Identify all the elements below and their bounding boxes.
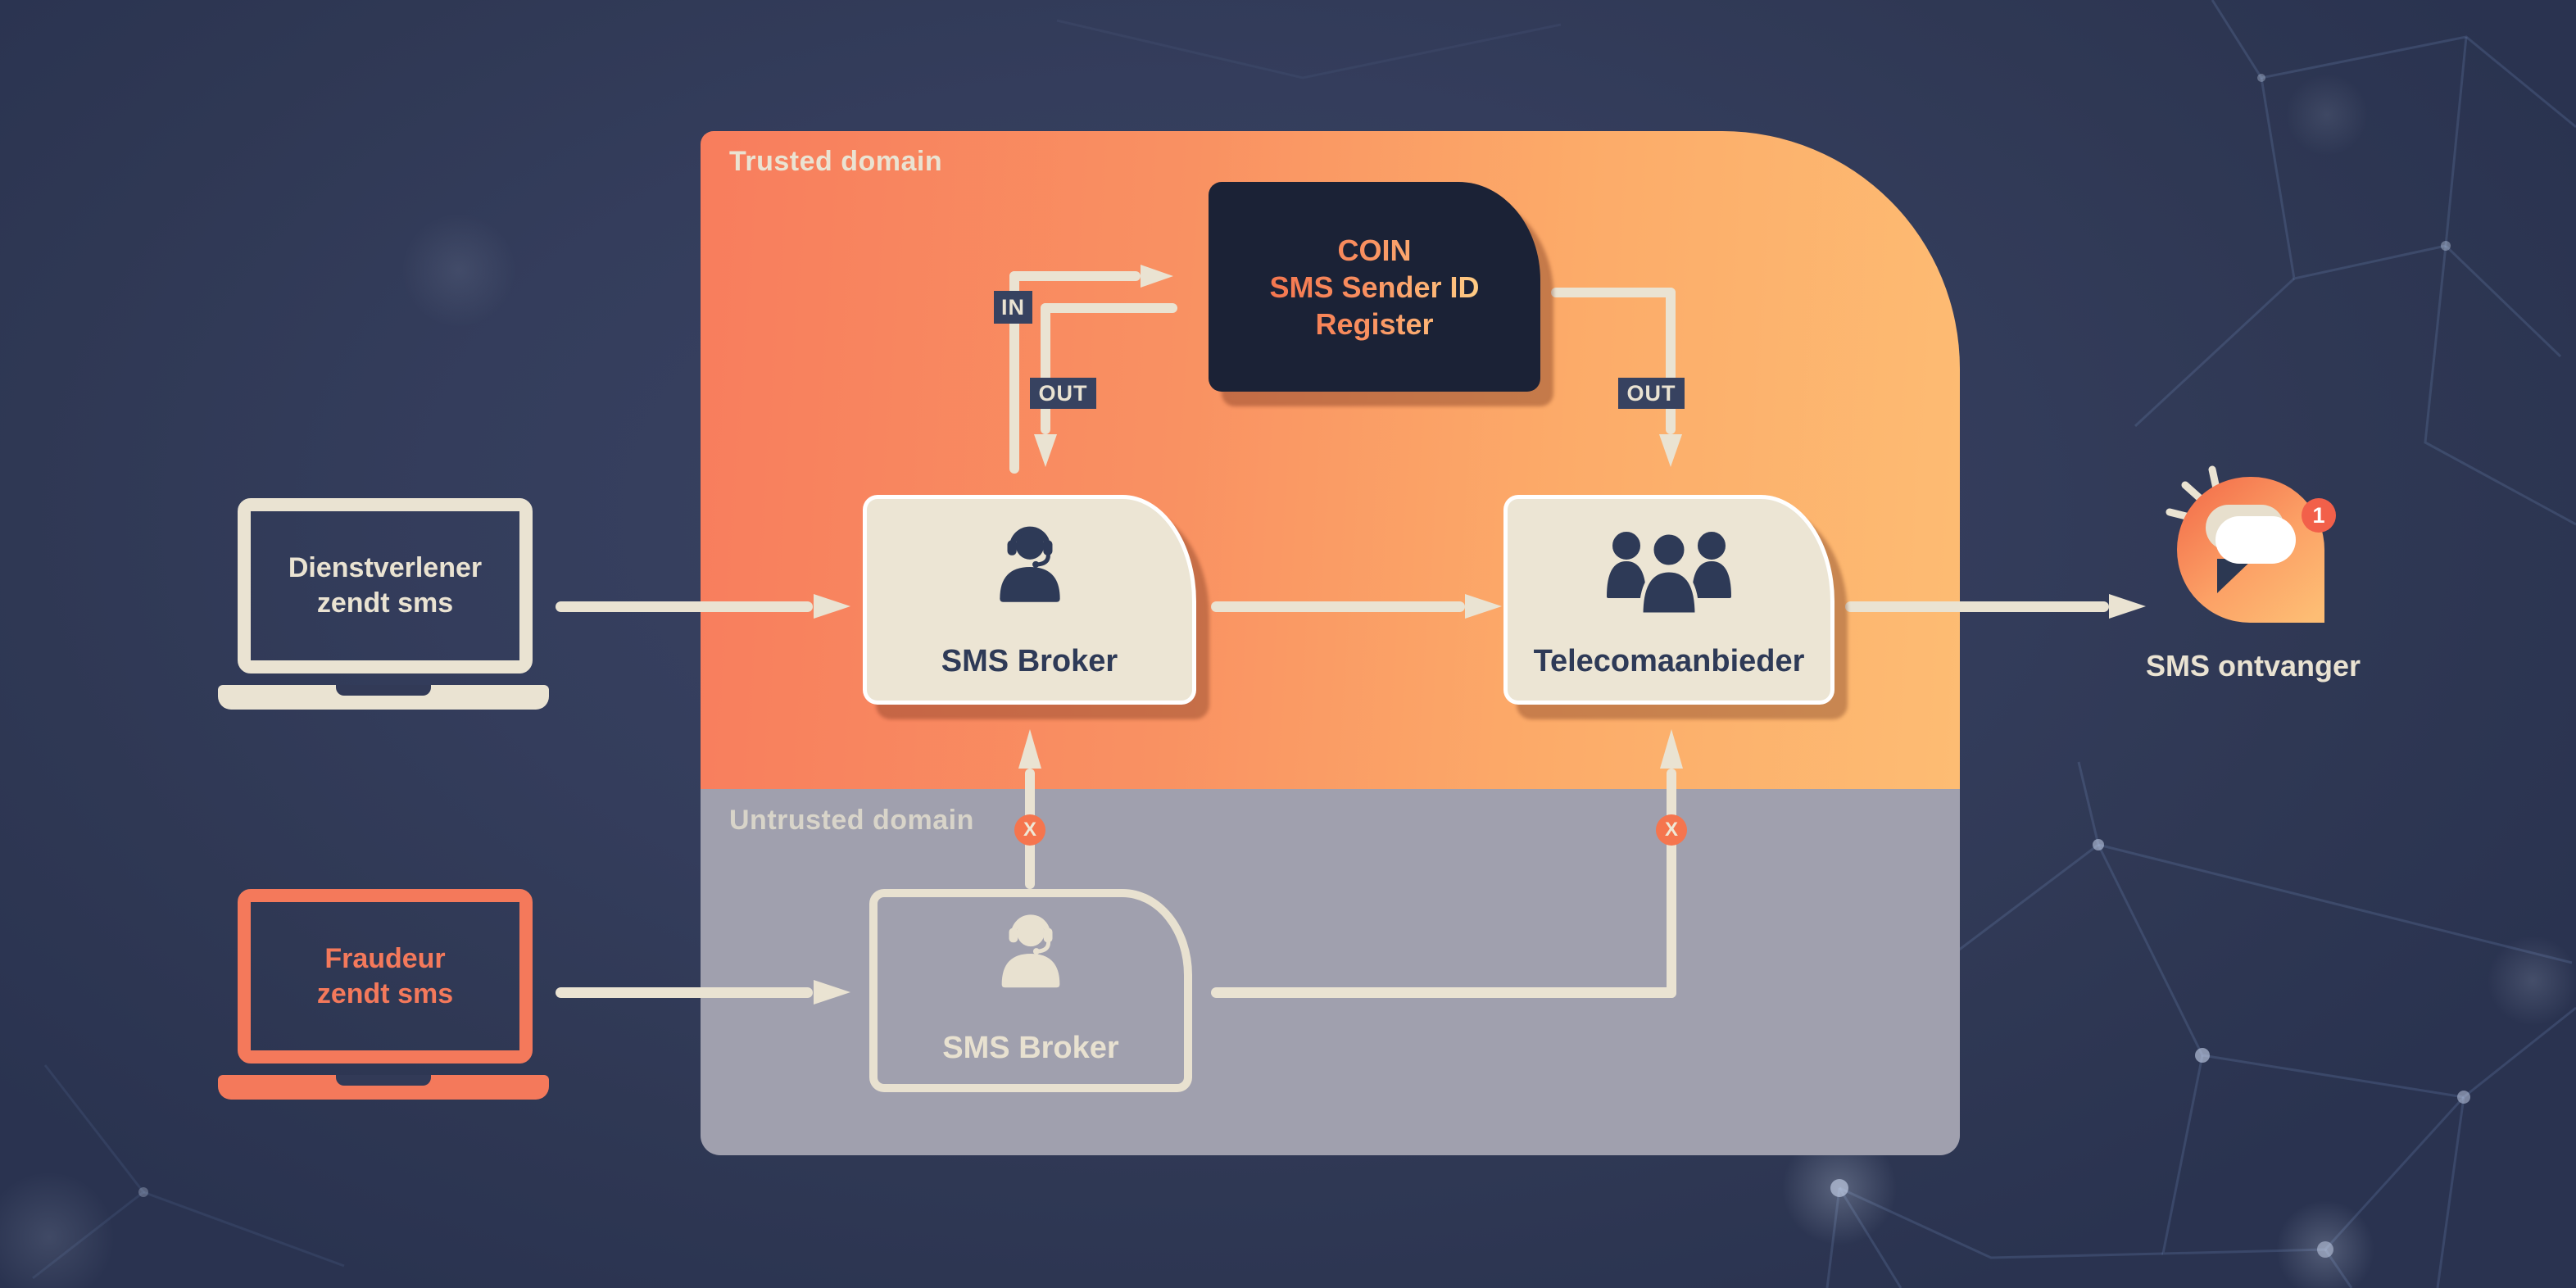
fraud-laptop-text: Fraudeur zendt sms	[317, 941, 453, 1012]
register-title-line2: SMS Sender ID	[1269, 270, 1480, 304]
out-badge-register-to-telecom: OUT	[1618, 378, 1685, 409]
chat-bubble-tail	[2217, 559, 2253, 593]
sender-laptop-line2: zendt sms	[316, 587, 454, 619]
untrusted-broker-label: SMS Broker	[942, 1031, 1119, 1065]
blocked-x-badge-telecom: X	[1656, 814, 1687, 846]
untrusted-domain-panel	[701, 789, 1960, 1155]
register-title: COIN SMS Sender ID Register	[1269, 232, 1479, 342]
laptop-base	[218, 1075, 549, 1100]
in-badge: IN	[994, 291, 1032, 324]
laptop-base	[218, 685, 549, 710]
laptop-notch	[336, 685, 431, 696]
blocked-x-badge-broker: X	[1014, 814, 1045, 846]
sms-broker-box-untrusted: SMS Broker	[869, 889, 1192, 1092]
out-badge-register-to-broker: OUT	[1030, 378, 1096, 409]
register-title-line1: COIN	[1337, 233, 1412, 267]
laptop-icon: Fraudeur zendt sms	[238, 889, 533, 1064]
untrusted-domain-label: Untrusted domain	[729, 805, 974, 836]
laptop-icon: Dienstverlener zendt sms	[238, 498, 533, 673]
trusted-domain-label: Trusted domain	[729, 146, 943, 177]
sender-laptop-text: Dienstverlener zendt sms	[288, 551, 482, 621]
fraud-laptop-line1: Fraudeur	[324, 942, 446, 974]
sms-broker-box-trusted: SMS Broker	[863, 495, 1196, 705]
fraud-laptop-line2: zendt sms	[316, 977, 454, 1009]
notification-badge: 1	[2302, 498, 2336, 533]
receiver-label: SMS ontvanger	[2145, 649, 2361, 683]
headset-person-icon	[984, 522, 1076, 614]
sender-laptop-line1: Dienstverlener	[288, 552, 483, 583]
chat-bubble-white	[2215, 516, 2296, 564]
telecom-provider-label: Telecomaanbieder	[1533, 644, 1805, 678]
laptop-notch	[336, 1075, 431, 1086]
trusted-broker-label: SMS Broker	[941, 644, 1118, 678]
telecom-provider-box: Telecomaanbieder	[1503, 495, 1834, 705]
register-title-line3: Register	[1315, 306, 1434, 341]
headset-person-icon	[986, 910, 1075, 999]
coin-sms-sender-id-register-box: COIN SMS Sender ID Register	[1209, 182, 1540, 392]
people-icon	[1603, 528, 1735, 619]
